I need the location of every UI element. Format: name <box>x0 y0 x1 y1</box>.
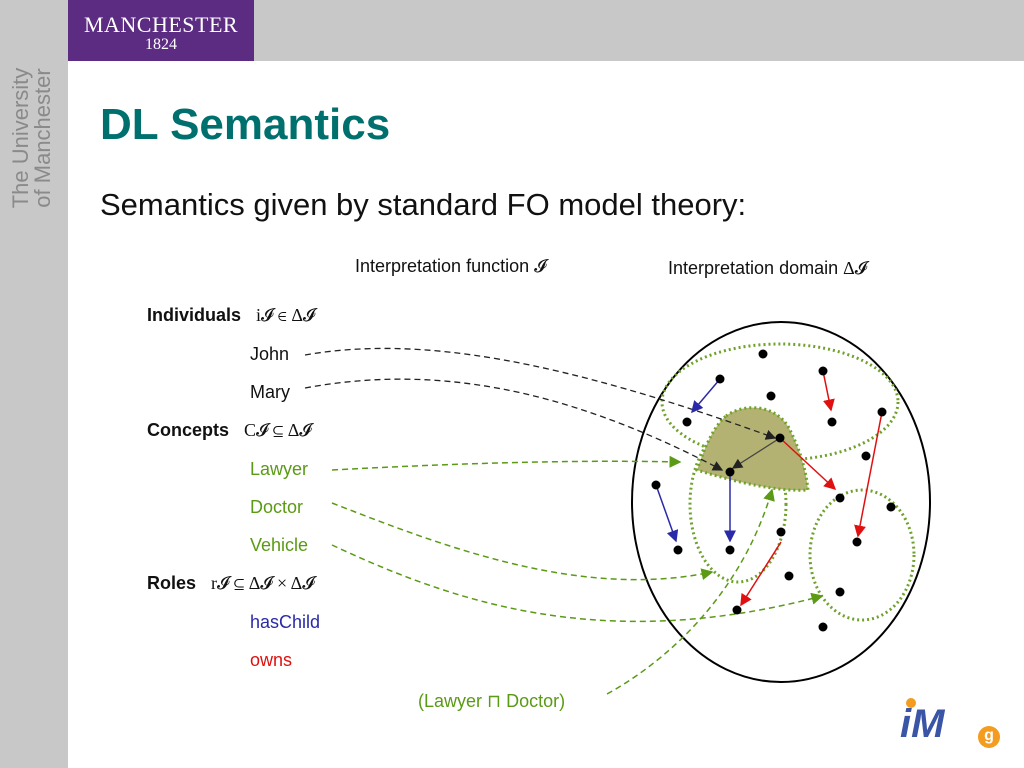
role-haschild: hasChild <box>250 612 321 632</box>
domain-element <box>877 407 887 417</box>
roles-row: Roles r𝓘 ⊆ Δ𝓘 × Δ𝓘 <box>147 573 314 594</box>
concept-vehicle: Vehicle <box>250 535 309 555</box>
owns-arrow-1 <box>822 370 835 412</box>
slide-subtitle: Semantics given by standard FO model the… <box>100 187 747 222</box>
haschild-arrow-1 <box>691 378 721 414</box>
script-i-symbol: 𝓘 <box>534 256 547 276</box>
concept-lawyer: Lawyer <box>250 459 309 479</box>
owns-arrow-2 <box>854 411 883 538</box>
domain-element <box>776 527 786 537</box>
role-owns: owns <box>250 650 293 670</box>
domain-element <box>732 605 742 615</box>
domain-element <box>835 587 845 597</box>
domain-element <box>682 417 692 427</box>
lawyer-set <box>660 342 900 462</box>
interpretation-domain-label: Interpretation domain Δ𝓘 <box>668 258 867 278</box>
logo-name: MANCHESTER <box>83 12 239 37</box>
haschild-arrow-4 <box>731 437 781 469</box>
domain-element <box>673 545 683 555</box>
domain-element <box>766 391 776 401</box>
domain-element <box>775 433 785 443</box>
img-group-logo: iM g <box>900 698 1010 758</box>
individual-mary: Mary <box>250 382 290 402</box>
logo-badge: g <box>978 726 1000 748</box>
logo-text: iM <box>900 702 945 746</box>
individuals-row: Individuals i𝓘 ∈ Δ𝓘 <box>147 305 315 326</box>
domain-element <box>758 349 768 359</box>
left-bar <box>0 0 68 768</box>
lawyer-doctor-intersection <box>695 406 810 492</box>
domain-element <box>725 467 735 477</box>
lawyer-mapping-arrow <box>331 455 682 471</box>
domain-element <box>651 480 661 490</box>
slide-title: DL Semantics <box>100 100 391 149</box>
intersection-mapping-arrow <box>606 488 775 695</box>
domain-element <box>818 622 828 632</box>
domain-element <box>784 571 794 581</box>
logo-dot-icon <box>906 698 916 708</box>
roles-heading: Roles <box>147 573 197 593</box>
domain-element <box>886 502 896 512</box>
individuals-heading: Individuals <box>147 305 242 325</box>
concept-doctor: Doctor <box>250 497 304 517</box>
roles-formula: r𝓘 ⊆ Δ𝓘 × Δ𝓘 <box>211 573 315 593</box>
individual-john: John <box>250 344 290 364</box>
concepts-row: Concepts C𝓘 ⊆ Δ𝓘 <box>147 420 311 441</box>
domain-element <box>852 537 862 547</box>
vehicle-mapping-arrow <box>331 544 824 623</box>
concepts-heading: Concepts <box>147 420 230 440</box>
haschild-arrow-2 <box>655 484 679 543</box>
vehicle-set <box>808 488 916 622</box>
logo-year: 1824 <box>145 36 177 53</box>
domain-element <box>715 374 725 384</box>
intersection-label: (Lawyer ⊓ Doctor) <box>418 691 566 711</box>
john-mapping-arrow <box>304 347 777 440</box>
individuals-formula: i𝓘 ∈ Δ𝓘 <box>256 305 316 325</box>
domain-element <box>835 493 845 503</box>
domain-element <box>861 451 871 461</box>
domain-ellipse <box>631 321 931 683</box>
university-logo: MANCHESTER 1824 <box>68 0 254 61</box>
owns-arrow-4 <box>740 541 782 607</box>
interpretation-function-label: Interpretation function 𝓘 <box>355 256 547 276</box>
concepts-formula: C𝓘 ⊆ Δ𝓘 <box>244 420 312 440</box>
domain-element <box>725 545 735 555</box>
mary-mapping-arrow <box>304 378 724 471</box>
delta-i-symbol: Δ𝓘 <box>843 258 867 278</box>
domain-element <box>818 366 828 376</box>
domain-element <box>827 417 837 427</box>
owns-arrow-3 <box>779 437 837 491</box>
doctor-mapping-arrow <box>331 502 714 581</box>
domain-elements <box>651 349 896 632</box>
